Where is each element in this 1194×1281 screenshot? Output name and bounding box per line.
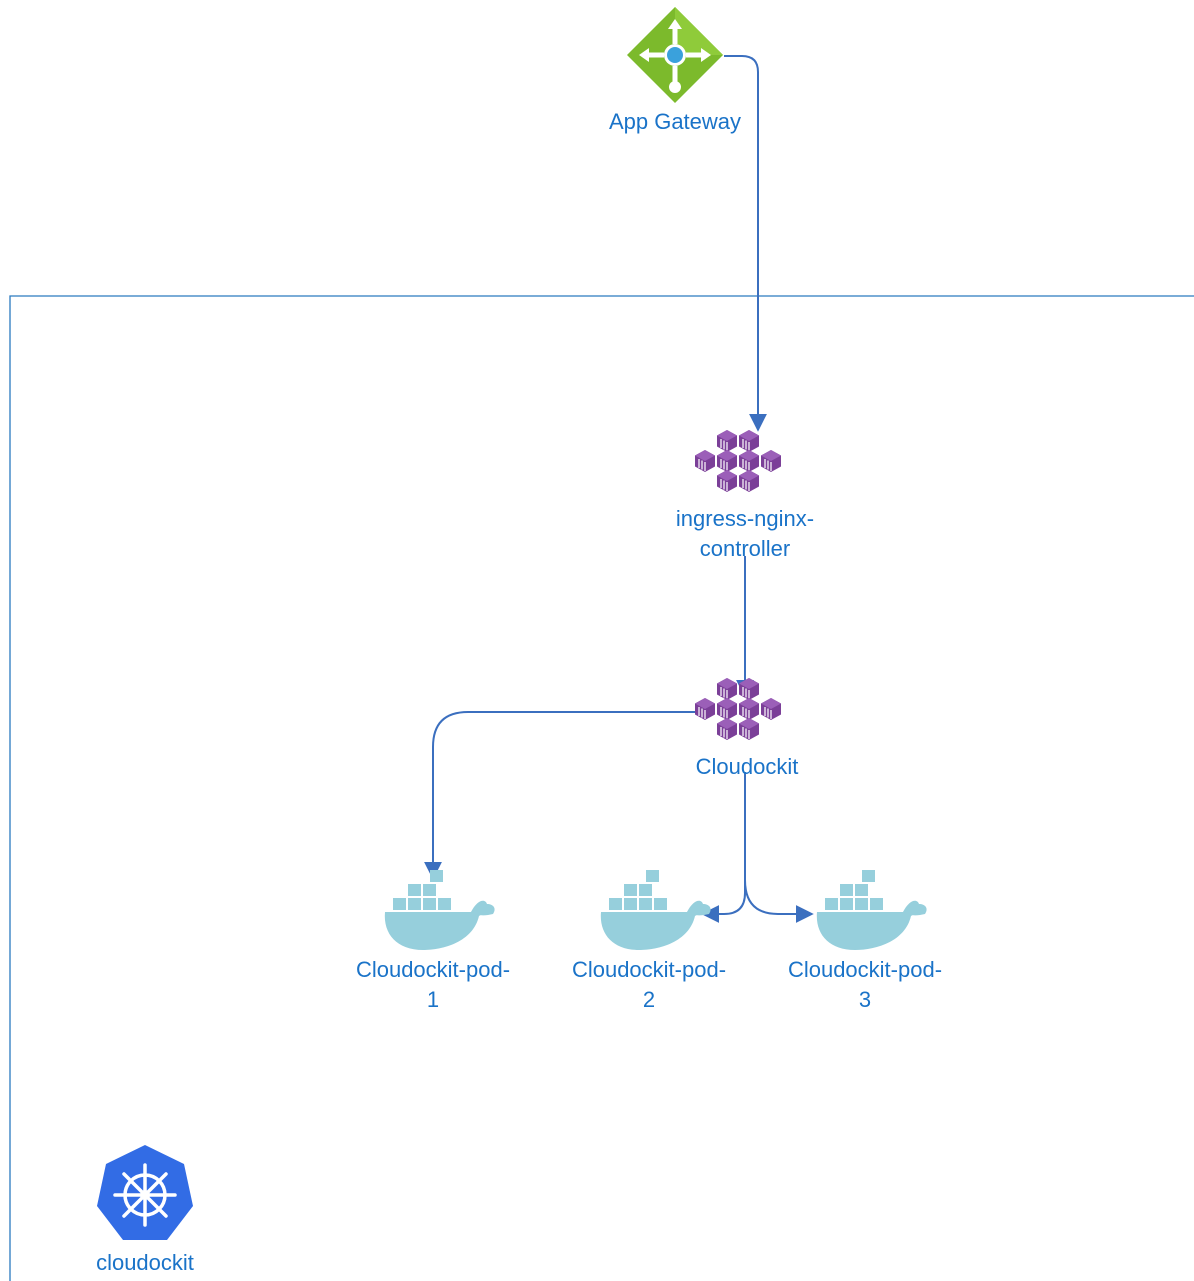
- docker-icon: [384, 870, 495, 950]
- edge-gateway-to-ingress: [724, 55, 767, 432]
- cloudockit-service-label: Cloudockit: [695, 754, 799, 779]
- kubernetes-service-icon: [695, 678, 781, 740]
- cluster-label: cloudockit: [96, 1250, 194, 1275]
- docker-icon: [600, 870, 711, 950]
- edge-service-to-pod-1: [424, 711, 696, 880]
- pod-3-label: Cloudockit-pod- 3: [787, 957, 943, 1012]
- edge-service-to-pod-2: [701, 772, 746, 923]
- app-gateway-icon: [627, 7, 723, 103]
- kubernetes-service-icon: [695, 430, 781, 492]
- cluster-boundary: [9, 295, 1194, 1281]
- edge-service-to-pod-3: [744, 879, 814, 923]
- docker-icon: [816, 870, 927, 950]
- pod-1-label: Cloudockit-pod- 1: [355, 957, 511, 1012]
- pod-2-label: Cloudockit-pod- 2: [571, 957, 727, 1012]
- app-gateway-label: App Gateway: [608, 109, 742, 134]
- kubernetes-helm-icon: [97, 1145, 193, 1240]
- ingress-nginx-controller-label: ingress-nginx- controller: [675, 506, 815, 561]
